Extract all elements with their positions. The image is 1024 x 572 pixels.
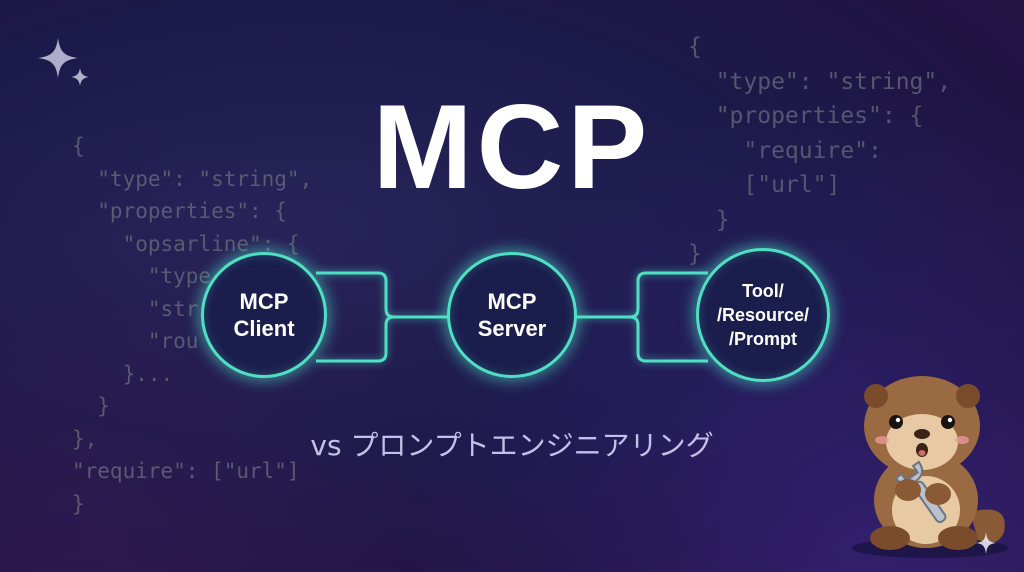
connector-server-tool [575,271,708,363]
mcp-client-label: MCP Client [233,289,295,341]
tool-resource-prompt-node: Tool/ /Resource/ /Prompt [696,248,830,382]
code-snippet-right: { "type": "string", "properties": { "req… [688,34,952,267]
mcp-server-node: MCP Server [447,252,577,378]
tool-resource-prompt-label: Tool/ /Resource/ /Prompt [716,281,810,349]
otter-mascot [852,376,1008,558]
subtitle: vs プロンプトエンジニアリング [310,429,714,462]
code-snippet-left: { "type": "string", "properties": { "ops… [72,134,313,516]
mcp-server-label: MCP Server [477,289,547,341]
connector-client-server [316,271,450,363]
mcp-client-node: MCP Client [201,252,327,378]
page-title: MCP [372,80,652,214]
sparkle-icon [38,38,89,86]
